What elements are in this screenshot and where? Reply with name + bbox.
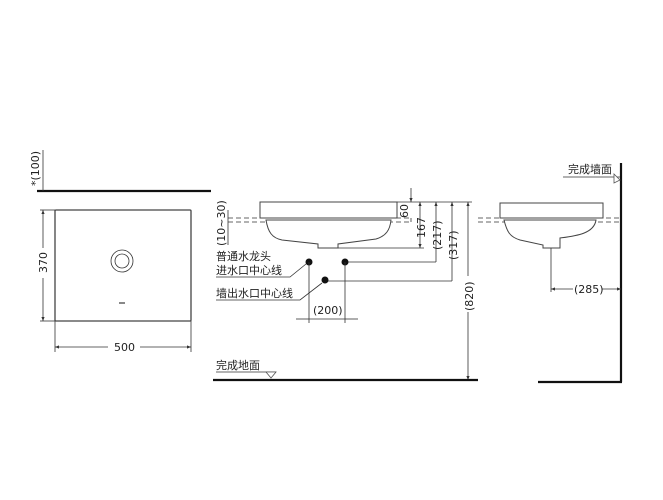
faucet-inlet-height-dimension: (217) <box>431 220 444 250</box>
inlet-spacing-dimension: (200) <box>313 304 343 317</box>
basin-outline <box>54 209 192 322</box>
plan-view: *(100) 370 500 <box>29 150 211 354</box>
drain-outer-icon <box>110 249 134 273</box>
side-view: 完成墙面 (285) <box>478 162 623 384</box>
drain-to-wall-dimension: (285) <box>574 283 604 296</box>
wall-clearance-dimension: *(100) <box>29 151 42 186</box>
basin-rim <box>259 201 398 219</box>
basin-bowl <box>265 219 392 249</box>
rim-height-dimension: 60 <box>398 204 411 218</box>
side-basin-rim <box>499 202 604 219</box>
counter-thickness-dimension: (10~30) <box>215 200 228 246</box>
side-basin-bowl <box>503 219 597 249</box>
wall-label: 完成墙面 <box>568 162 612 176</box>
floor-label: 完成地面 <box>216 358 260 372</box>
faucet-inlet-label-2: 进水口中心线 <box>216 263 282 277</box>
bowl-depth-dimension: 167 <box>415 217 428 238</box>
depth-dimension: 370 <box>37 252 50 273</box>
width-dimension: 500 <box>114 341 135 354</box>
wall-marker-icon <box>613 173 621 184</box>
drain-inner-icon <box>114 253 130 269</box>
wall-outlet-height-dimension: (317) <box>447 230 460 260</box>
faucet-inlet-label-1: 普通水龙头 <box>216 249 271 263</box>
floor-marker-icon <box>265 371 277 379</box>
wall-outlet-point <box>321 276 329 284</box>
wall-outlet-label: 墙出水口中心线 <box>216 286 293 300</box>
front-view: (10~30) 60 167 (217) (317) (820) 普通水龙头 进… <box>213 188 478 382</box>
counter-height-dimension: (820) <box>463 281 476 311</box>
overflow-mark <box>119 302 125 304</box>
